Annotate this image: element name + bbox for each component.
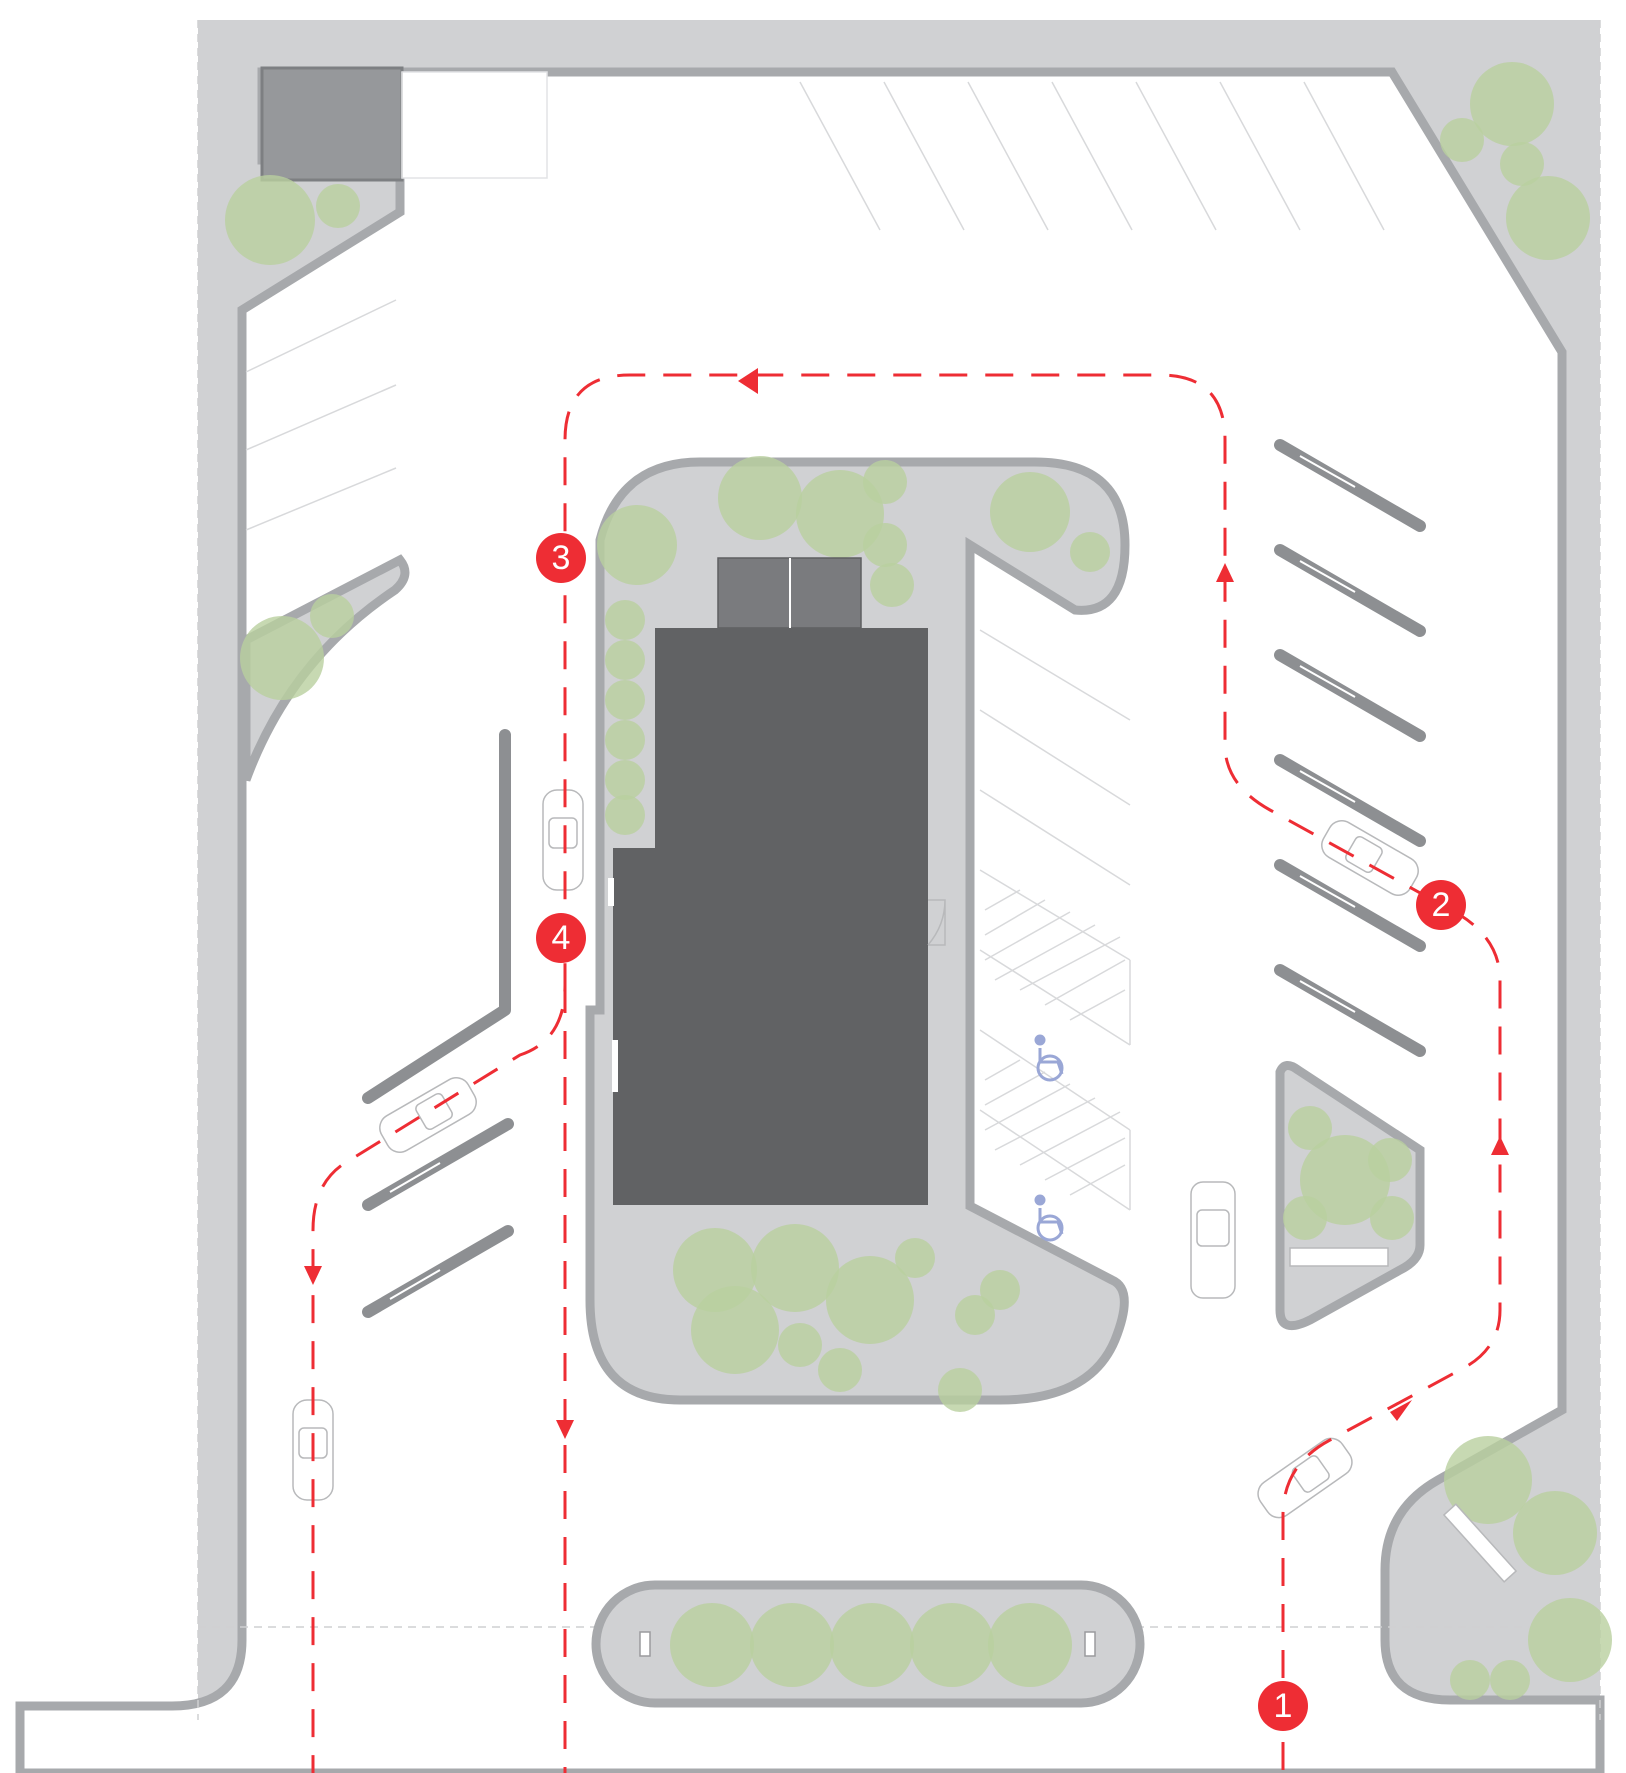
svg-text:1: 1: [1274, 1687, 1293, 1725]
top-parking-stalls: [799, 81, 1385, 231]
car: [542, 789, 584, 891]
traffic-route: [304, 368, 1509, 1773]
accessible-hatching-1: [984, 889, 1126, 1021]
bottom-right-trees: [1442, 1436, 1612, 1700]
route-entry: [311, 373, 1502, 1773]
top-left-trees: [225, 175, 360, 265]
accessible-stalls: [979, 629, 1131, 1242]
wheelchair-icon: [1034, 1034, 1064, 1082]
right-landscape-island: [1275, 1061, 1425, 1331]
svg-text:4: 4: [552, 919, 571, 957]
top-left-entry: [401, 71, 548, 179]
top-right-trees: [1440, 62, 1590, 260]
route-arrow: [304, 1266, 322, 1285]
wheelchair-icon: [1034, 1194, 1064, 1242]
main-building: [608, 557, 946, 1205]
bollard: [639, 1631, 651, 1657]
car: [1321, 820, 1419, 896]
route-arrow: [556, 1420, 574, 1439]
left-parking-dividers: [362, 729, 514, 1318]
route-arrow: [1491, 1136, 1509, 1155]
right-parking-dividers: [1274, 439, 1426, 1057]
left-landscape-island: [240, 554, 410, 782]
bench: [1289, 1247, 1389, 1267]
route-marker-1: 1: [1258, 1681, 1308, 1731]
route-arrow: [738, 368, 758, 394]
route-marker-2: 2: [1416, 880, 1466, 930]
accessible-hatching-2: [984, 1059, 1126, 1196]
left-parking-stalls: [245, 299, 397, 531]
entry-island: [591, 1580, 1145, 1708]
bench: [1442, 1503, 1518, 1583]
route-marker-4: 4: [536, 913, 586, 963]
bollard: [1084, 1631, 1096, 1657]
svg-text:2: 2: [1432, 886, 1451, 924]
route-arrow: [1390, 1400, 1412, 1421]
route-marker-3: 3: [536, 533, 586, 583]
route-arrow: [1216, 563, 1234, 582]
svg-text:3: 3: [552, 539, 571, 577]
car: [1257, 1437, 1353, 1519]
car: [1190, 1181, 1236, 1299]
top-left-structure: [260, 66, 404, 182]
cars: [292, 789, 1419, 1519]
